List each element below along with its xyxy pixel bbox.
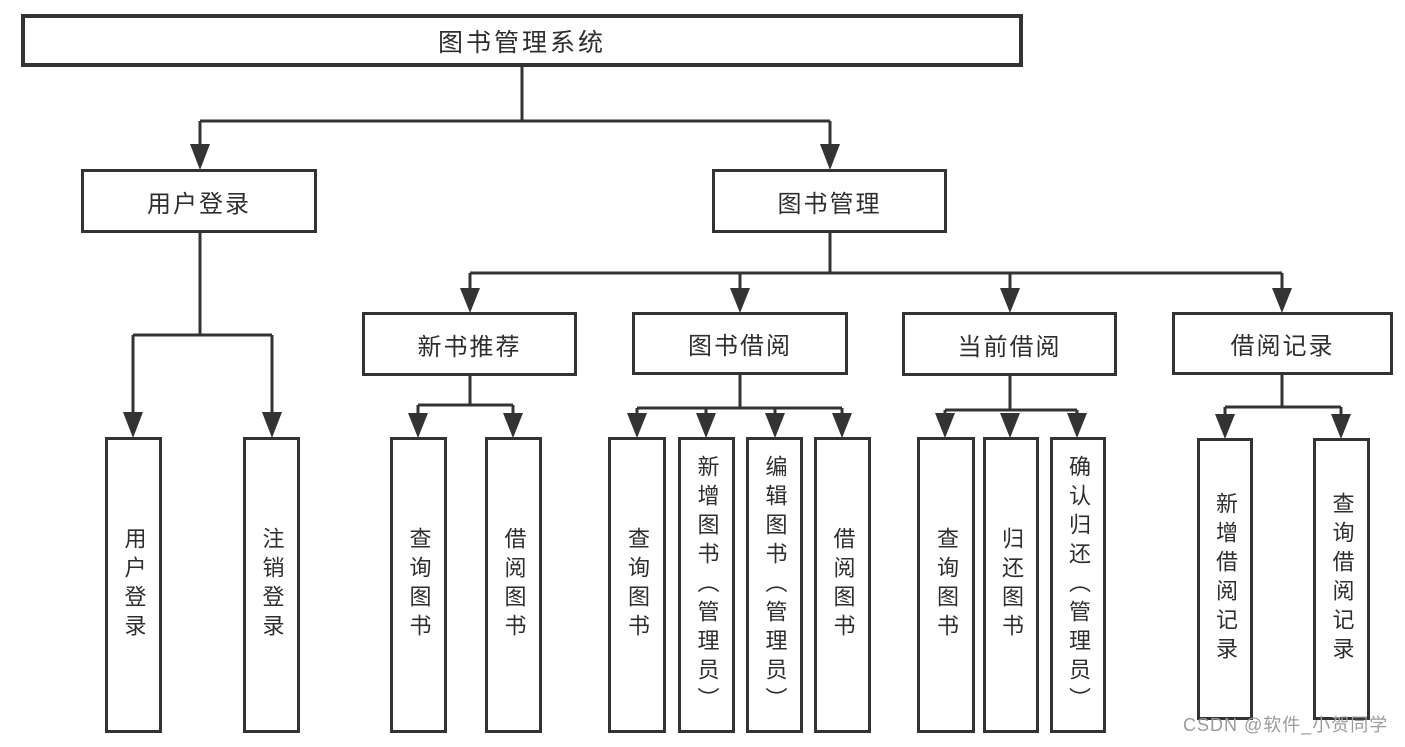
node-query-borrow-record: 查询借阅记录 — [1313, 438, 1370, 720]
node-borrow-records: 借阅记录 — [1172, 312, 1393, 375]
node-user-login-action: 用户登录 — [105, 437, 162, 733]
edge-new-book-recommend-to-leaves — [408, 375, 523, 438]
csdn-watermark: CSDN @软件_小贺同学 — [1183, 715, 1389, 735]
edge-book-management-to-level3 — [460, 232, 1292, 313]
node-current-borrowing: 当前借阅 — [902, 312, 1117, 376]
node-book-borrowing: 图书借阅 — [632, 312, 848, 375]
edge-current-borrowing-to-leaves — [935, 375, 1087, 438]
node-query-books-current: 查询图书 — [917, 437, 975, 733]
node-logout-action: 注销登录 — [243, 437, 300, 733]
node-borrow-books-recommend: 借阅图书 — [485, 437, 542, 733]
node-add-borrow-record: 新增借阅记录 — [1197, 438, 1253, 720]
node-add-books-admin: 新增图书（管理员） — [678, 437, 735, 733]
node-borrow-books-action: 借阅图书 — [814, 437, 871, 733]
edge-user-login-to-leaves — [123, 232, 282, 438]
edge-borrow-records-to-leaves — [1215, 374, 1351, 439]
node-user-login: 用户登录 — [81, 169, 317, 233]
node-query-books-borrowing: 查询图书 — [608, 437, 666, 733]
node-return-books: 归还图书 — [983, 437, 1039, 733]
node-query-books-recommend: 查询图书 — [390, 437, 447, 733]
node-edit-books-admin: 编辑图书（管理员） — [746, 437, 803, 733]
node-confirm-return-admin: 确认归还（管理员） — [1050, 437, 1106, 733]
edge-root-to-level2 — [190, 66, 840, 170]
node-new-book-recommend: 新书推荐 — [362, 312, 577, 376]
node-book-management: 图书管理 — [712, 169, 947, 233]
node-library-management-system: 图书管理系统 — [21, 14, 1023, 67]
edge-book-borrowing-to-leaves — [627, 374, 852, 438]
